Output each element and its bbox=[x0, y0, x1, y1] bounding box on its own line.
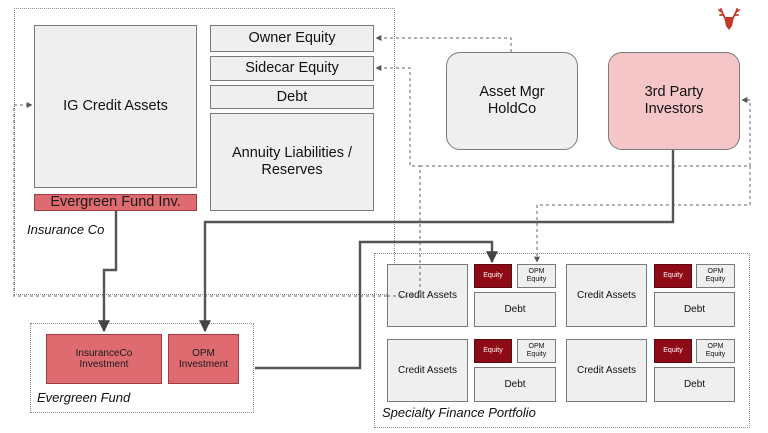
third-party-to-opm-investment-arrow bbox=[199, 150, 675, 333]
credit-assets-text: Credit Assets bbox=[398, 290, 457, 301]
opm-equity-line-2: Equity bbox=[705, 276, 726, 283]
opm-investment-to-equity-arrow bbox=[255, 240, 498, 370]
third-party-line-2: Investors bbox=[644, 101, 704, 117]
portfolio-debt-box: Debt bbox=[654, 367, 735, 402]
deer-head-icon bbox=[718, 8, 740, 30]
opm-investment-line-1: OPM bbox=[192, 348, 215, 359]
specialty-finance-group bbox=[374, 253, 750, 428]
portfolio-debt-text: Debt bbox=[504, 304, 526, 315]
portfolio-debt-box: Debt bbox=[474, 367, 556, 402]
equity-text: Equity bbox=[483, 272, 503, 279]
equity-text: Equity bbox=[663, 272, 683, 279]
credit-assets-to-ig-assets-arrow bbox=[13, 102, 387, 297]
opm-equity-line-2: Equity bbox=[526, 351, 547, 358]
credit-assets-box: Credit Assets bbox=[566, 339, 647, 402]
credit-assets-text: Credit Assets bbox=[398, 365, 457, 376]
portfolio-debt-text: Debt bbox=[683, 304, 706, 315]
evergreen-inv-to-insuranceco-investment-arrow bbox=[98, 211, 118, 333]
to-opm-equity-arrow bbox=[534, 166, 751, 263]
opm-equity-line-2: Equity bbox=[705, 351, 726, 358]
portfolio-debt-text: Debt bbox=[683, 379, 706, 390]
opm-equity-line-1: OPM bbox=[707, 343, 724, 350]
equity-box: Equity bbox=[474, 264, 512, 288]
specialty-finance-label: Specialty Finance Portfolio bbox=[382, 405, 536, 420]
portfolio-debt-box: Debt bbox=[654, 292, 735, 327]
insurance-debt-box: Debt bbox=[210, 85, 374, 109]
equity-box: Equity bbox=[654, 339, 692, 363]
insurance-debt-text: Debt bbox=[276, 88, 308, 105]
evergreen-fund-label: Evergreen Fund bbox=[37, 390, 131, 405]
annuity-line-2: Reserves bbox=[261, 162, 323, 178]
credit-assets-text: Credit Assets bbox=[577, 290, 636, 301]
credit-assets-to-sidecar-equity-arrow bbox=[375, 65, 421, 297]
equity-text: Equity bbox=[663, 347, 683, 354]
to-third-party-arrow bbox=[420, 97, 751, 167]
evergreen-fund-inv-box: Evergreen Fund Inv. bbox=[34, 194, 197, 211]
opm-equity-line-1: OPM bbox=[528, 268, 545, 275]
opm-investment-box: OPM Investment bbox=[168, 334, 239, 384]
opm-equity-line-1: OPM bbox=[528, 343, 545, 350]
owner-equity-text: Owner Equity bbox=[248, 30, 336, 46]
asset-mgr-holdco-box: Asset Mgr HoldCo bbox=[446, 52, 578, 150]
portfolio-debt-box: Debt bbox=[474, 292, 556, 327]
third-party-line-1: 3rd Party bbox=[644, 84, 704, 100]
asset-mgr-line-1: Asset Mgr bbox=[479, 84, 545, 100]
equity-box: Equity bbox=[654, 264, 692, 288]
annuity-liabilities-box: Annuity Liabilities / Reserves bbox=[210, 113, 374, 211]
portfolio-debt-text: Debt bbox=[504, 379, 526, 390]
ig-credit-assets-box: IG Credit Assets bbox=[34, 25, 197, 188]
opm-equity-line-2: Equity bbox=[526, 276, 547, 283]
asset-mgr-line-2: HoldCo bbox=[487, 101, 537, 117]
equity-box: Equity bbox=[474, 339, 512, 363]
credit-assets-box: Credit Assets bbox=[387, 339, 468, 402]
insuranceco-investment-line-1: InsuranceCo bbox=[75, 348, 133, 359]
insuranceco-investment-box: InsuranceCo Investment bbox=[46, 334, 162, 384]
ig-credit-assets-text: IG Credit Assets bbox=[63, 98, 168, 114]
equity-text: Equity bbox=[483, 347, 503, 354]
asset-mgr-to-owner-equity-arrow bbox=[375, 35, 512, 52]
sidecar-equity-box: Sidecar Equity bbox=[210, 56, 374, 81]
insurance-co-label: Insurance Co bbox=[27, 222, 105, 237]
annuity-line-1: Annuity Liabilities / bbox=[231, 145, 353, 161]
credit-assets-text: Credit Assets bbox=[577, 365, 636, 376]
evergreen-fund-inv-text: Evergreen Fund Inv. bbox=[50, 194, 181, 210]
opm-investment-line-2: Investment bbox=[179, 359, 228, 370]
sidecar-equity-text: Sidecar Equity bbox=[245, 60, 339, 76]
credit-assets-box: Credit Assets bbox=[566, 264, 647, 327]
third-party-investors-box: 3rd Party Investors bbox=[608, 52, 740, 150]
owner-equity-box: Owner Equity bbox=[210, 25, 374, 52]
opm-equity-line-1: OPM bbox=[707, 268, 724, 275]
evergreen-fund-group bbox=[30, 323, 254, 413]
insuranceco-investment-line-2: Investment bbox=[79, 359, 129, 370]
